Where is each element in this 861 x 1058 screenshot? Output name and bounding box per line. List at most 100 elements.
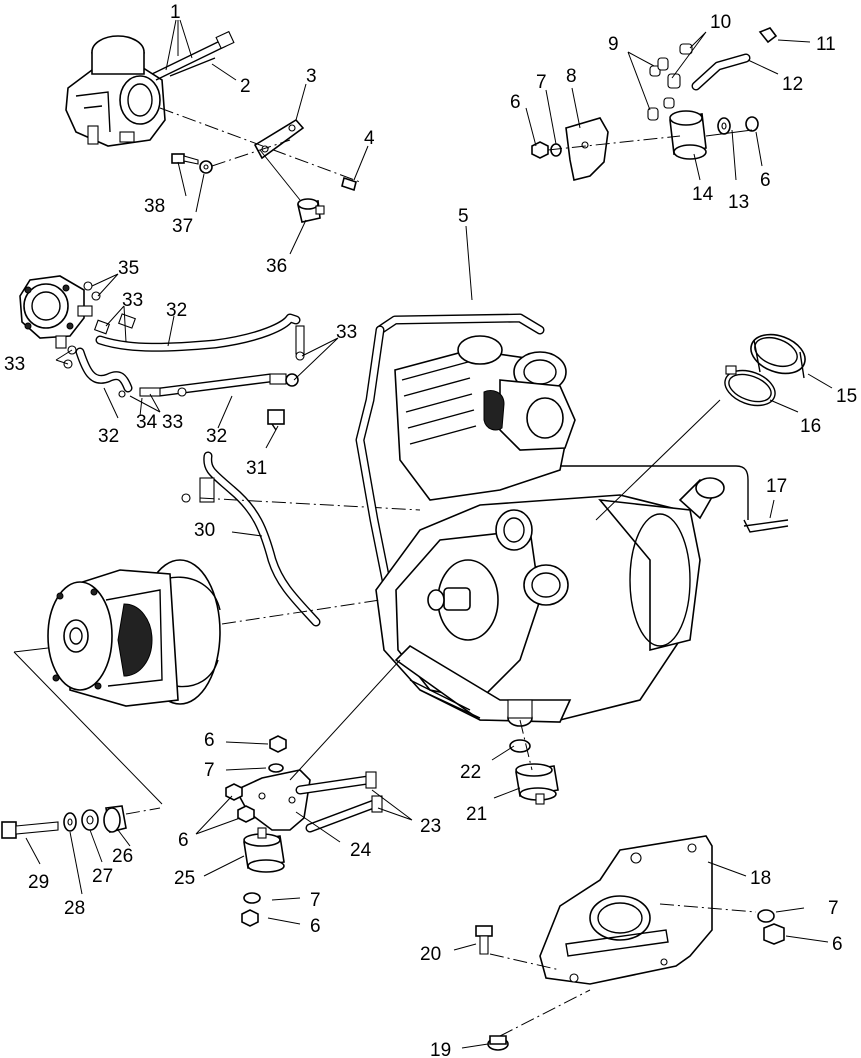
callout-8: 8	[566, 66, 577, 87]
nut-6-lower	[241, 909, 259, 927]
callout-11: 11	[816, 34, 836, 55]
callout-28: 28	[64, 898, 85, 919]
callout-32-top: 32	[166, 300, 187, 321]
centerline-clutch	[221, 599, 381, 625]
callout-5: 5	[458, 206, 469, 227]
callout-32-bottom-right: 32	[206, 426, 227, 447]
leader-boot	[595, 399, 721, 521]
callout-23: 23	[420, 816, 441, 837]
callout-labels: 1 2 3 4 5 6 6 6 6 6 6 7 7 7 7 8 9 10 11 …	[4, 2, 857, 1058]
bracket-3	[253, 118, 305, 160]
callout-37: 37	[172, 216, 193, 237]
centerline-bolt-38	[211, 139, 291, 167]
callout-7-skid: 7	[828, 898, 839, 919]
engine-assembly	[355, 313, 725, 727]
washer-7-lower	[243, 892, 261, 904]
nut-6-mount-a	[269, 735, 287, 753]
bolt-38	[171, 153, 199, 165]
callout-16: 16	[800, 416, 821, 437]
leader-mount-engine	[289, 659, 401, 781]
callout-19: 19	[430, 1040, 451, 1058]
leader-clutch-bolt	[13, 651, 163, 805]
callout-30: 30	[194, 520, 215, 541]
callout-13: 13	[728, 192, 749, 213]
callout-33-left: 33	[4, 354, 25, 375]
washer-13	[717, 117, 731, 135]
damper-21	[515, 763, 559, 805]
callout-15: 15	[836, 386, 857, 407]
bracket-8	[565, 117, 609, 181]
carburetor	[65, 30, 235, 147]
drive-clutch	[47, 559, 221, 707]
nut-6-mount-c	[237, 805, 255, 823]
nut-6-top-left	[531, 141, 549, 159]
callout-6-top-right: 6	[760, 170, 771, 191]
nut-6-skid	[763, 923, 785, 945]
bolt-4	[341, 176, 357, 192]
callout-38: 38	[144, 196, 165, 217]
callout-14: 14	[692, 184, 714, 205]
fuel-hoses	[63, 313, 305, 398]
callout-1: 1	[170, 2, 181, 23]
callout-6-mount-side: 6	[178, 830, 189, 851]
washer-22	[509, 739, 531, 753]
callout-7-mount-bottom: 7	[310, 890, 321, 911]
bolt-29	[1, 821, 59, 839]
callout-21: 21	[466, 804, 487, 825]
boot-15	[750, 333, 806, 379]
hose-12	[691, 53, 751, 91]
centerline-mount-21	[519, 719, 533, 771]
callout-7-bracket: 7	[536, 72, 547, 93]
centerline-nut-19	[499, 989, 591, 1037]
callout-33-right: 33	[336, 322, 357, 343]
leader-washer-13	[705, 129, 753, 137]
clamp-16	[724, 365, 776, 407]
centerline-carb-bracket	[159, 107, 361, 183]
washer-27	[81, 809, 99, 831]
callout-31: 31	[246, 458, 267, 479]
callout-24: 24	[350, 840, 372, 861]
spacer-26	[103, 805, 127, 833]
washer-28	[63, 812, 77, 832]
leader-spacer	[259, 149, 301, 201]
nut-6-top-right	[745, 116, 759, 132]
callout-33-pump: 33	[122, 290, 143, 311]
damper-25	[243, 827, 285, 873]
callout-33-bottom: 33	[162, 412, 183, 433]
fittings-9-10	[647, 43, 693, 121]
skid-plate-18	[539, 835, 713, 985]
callout-20: 20	[420, 944, 441, 965]
callout-10: 10	[710, 12, 731, 33]
washer-7-skid	[757, 909, 775, 923]
spacer-36	[297, 198, 325, 223]
callout-17: 17	[766, 476, 787, 497]
washer-37	[199, 160, 213, 174]
callout-26: 26	[112, 846, 133, 867]
callout-32-bottom-left: 32	[98, 426, 119, 447]
breather-hose-30	[181, 451, 421, 627]
callout-34: 34	[136, 412, 158, 433]
callout-leaders	[25, 19, 833, 1049]
tubes-23	[295, 771, 383, 833]
callout-9: 9	[608, 34, 619, 55]
callout-6-mount-bottom: 6	[310, 916, 321, 937]
centerline-bracket-8	[547, 135, 681, 151]
clip-31	[267, 409, 285, 431]
callout-6-bracket: 6	[510, 92, 521, 113]
centerline-bolt-20	[489, 953, 561, 971]
screws-35	[83, 281, 101, 301]
centerline-spacer-26	[125, 807, 161, 815]
leader-clutch-left	[13, 647, 49, 653]
callout-25: 25	[174, 868, 195, 889]
callout-12: 12	[782, 74, 803, 95]
clamp-11	[758, 27, 778, 44]
callout-27: 27	[92, 866, 113, 887]
nut-6-mount-b	[225, 783, 243, 801]
fuel-pump	[19, 275, 93, 349]
callout-18: 18	[750, 868, 771, 889]
bolt-20	[475, 925, 493, 955]
damper-14	[669, 110, 707, 160]
centerline-skid-nut	[659, 903, 757, 913]
